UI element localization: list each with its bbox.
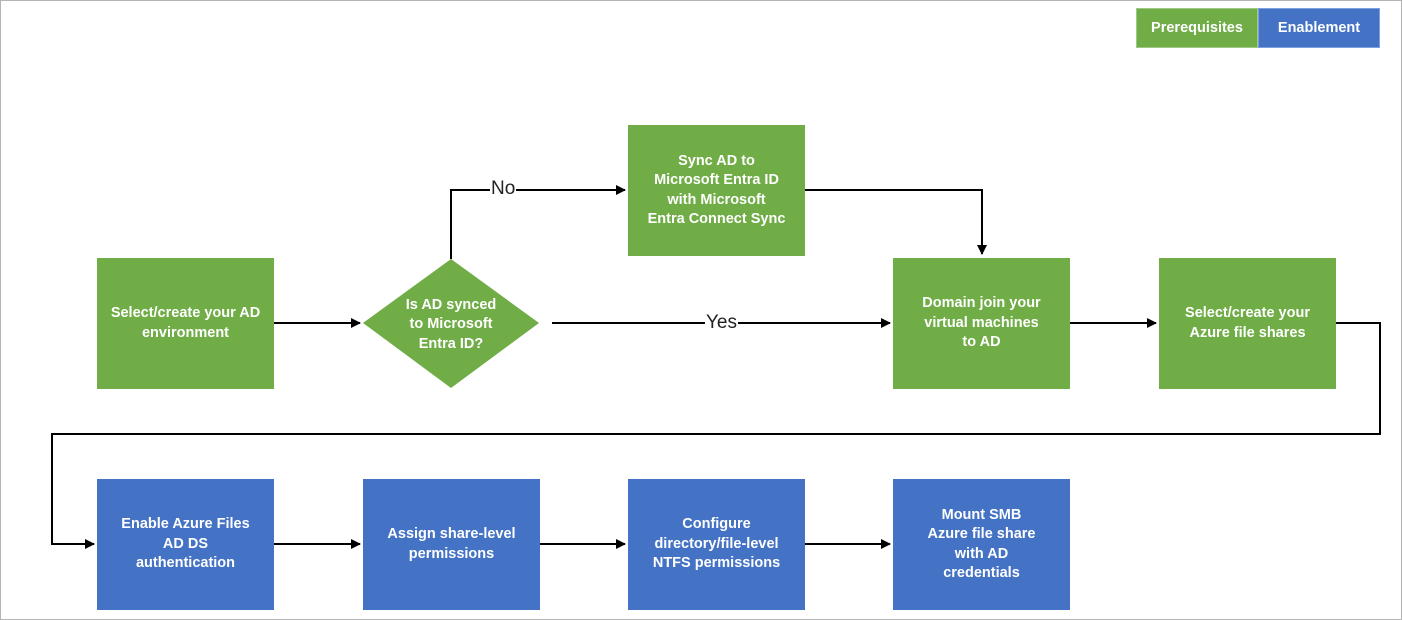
arrow-decision-no-to-sync <box>450 185 626 259</box>
legend-enablement: Enablement <box>1258 8 1380 48</box>
decision-diamond <box>363 259 539 388</box>
sync-ad-box: Sync AD to Microsoft Entra ID with Micro… <box>628 125 805 256</box>
arrow-file-shares-to-enable-auth <box>51 322 1381 549</box>
share-permissions-box: Assign share-level permissions <box>363 479 540 610</box>
arrow-sync-to-domain-join <box>805 189 987 255</box>
decision-label: Is AD synced to Microsoft Entra ID? <box>405 296 497 352</box>
enable-auth-box: Enable Azure Files AD DS authentication <box>97 479 274 610</box>
legend-prerequisites: Prerequisites <box>1136 8 1258 48</box>
edge-label-yes: Yes <box>705 312 738 334</box>
ntfs-permissions-box: Configure directory/file-level NTFS perm… <box>628 479 805 610</box>
domain-join-box: Domain join your virtual machines to AD <box>893 258 1070 389</box>
edge-label-no: No <box>490 178 517 200</box>
select-ad-environment-box: Select/create your AD environment <box>97 258 274 389</box>
azure-file-shares-box: Select/create your Azure file shares <box>1159 258 1336 389</box>
mount-share-box: Mount SMB Azure file share with AD crede… <box>893 479 1070 610</box>
